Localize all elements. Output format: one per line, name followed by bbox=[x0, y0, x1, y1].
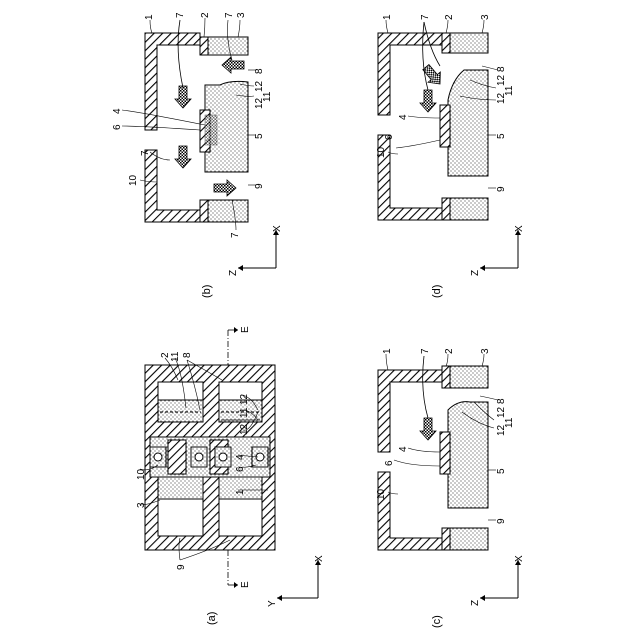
label-c-3: 3 bbox=[480, 348, 491, 354]
label-a-12a: 12 bbox=[239, 393, 250, 405]
label-c-10: 10 bbox=[376, 488, 387, 500]
label-d-3: 3 bbox=[480, 14, 491, 20]
arrow-7-b2 bbox=[175, 146, 191, 168]
caption-d: (d) bbox=[431, 285, 443, 298]
caption-c: (c) bbox=[431, 615, 443, 628]
label-a-8: 8 bbox=[182, 352, 193, 358]
label-c-12a: 12 bbox=[496, 406, 507, 418]
label-b-7b: 7 bbox=[224, 12, 235, 18]
axis-b-z: Z bbox=[228, 270, 239, 276]
label-c-4: 4 bbox=[398, 446, 409, 452]
axis-a-y: Y bbox=[267, 600, 278, 607]
label-d-12a: 12 bbox=[496, 74, 507, 86]
label-a-10: 10 bbox=[136, 468, 147, 480]
label-d-10: 10 bbox=[376, 146, 387, 158]
axes-b bbox=[238, 230, 276, 268]
label-b-10: 10 bbox=[128, 174, 139, 186]
panel-a: E E 2 11 8 12 11 12 10 3 4 6 1 bbox=[136, 326, 325, 625]
label-a-4: 4 bbox=[235, 454, 246, 460]
arrow-7-d1 bbox=[420, 90, 436, 112]
axis-c-z: Z bbox=[470, 600, 481, 606]
caption-a: (a) bbox=[206, 612, 218, 625]
axes-d bbox=[480, 230, 518, 268]
label-b-11: 11 bbox=[262, 91, 273, 102]
cap-c bbox=[378, 370, 442, 550]
label-c-9: 9 bbox=[496, 518, 507, 524]
label-a-9: 9 bbox=[176, 564, 187, 570]
axis-d-z: Z bbox=[470, 270, 481, 276]
label-c-7: 7 bbox=[420, 348, 431, 354]
label-a-3: 3 bbox=[136, 502, 147, 508]
axes-c bbox=[480, 560, 518, 598]
label-c-8: 8 bbox=[496, 398, 507, 404]
arrow-7-b3 bbox=[222, 57, 244, 73]
label-b-1: 1 bbox=[144, 14, 155, 20]
label-a-6: 6 bbox=[235, 466, 246, 472]
label-b-7c: 7 bbox=[140, 150, 151, 156]
label-d-5: 5 bbox=[496, 133, 507, 139]
panel-d: 1 7 2 3 8 12 12 11 4 6 5 10 9 Z X (d) bbox=[376, 14, 525, 298]
axes-a bbox=[277, 560, 318, 598]
section-mark-top: E bbox=[240, 326, 251, 333]
label-b-2: 2 bbox=[200, 12, 211, 18]
caption-b: (b) bbox=[201, 285, 213, 298]
label-b-7a: 7 bbox=[175, 12, 186, 18]
panel-b: 1 2 7 7 3 8 12 12 11 4 6 5 7 10 9 7 Z X … bbox=[112, 12, 283, 298]
label-c-11: 11 bbox=[504, 417, 515, 428]
label-d-4: 4 bbox=[398, 114, 409, 120]
label-c-5: 5 bbox=[496, 468, 507, 474]
label-b-7d: 7 bbox=[230, 232, 241, 238]
label-d-11: 11 bbox=[504, 85, 515, 96]
axis-c-x: X bbox=[514, 555, 525, 562]
axis-a-x: X bbox=[314, 555, 325, 562]
label-d-2: 2 bbox=[444, 14, 455, 20]
label-d-9: 9 bbox=[496, 186, 507, 192]
label-b-6: 6 bbox=[112, 124, 123, 130]
cap-b bbox=[145, 33, 200, 222]
label-a-11: 11 bbox=[170, 351, 181, 362]
arrow-7-c bbox=[420, 418, 436, 440]
arrow-7-b4 bbox=[214, 180, 236, 196]
axis-d-x: X bbox=[514, 225, 525, 232]
label-b-8: 8 bbox=[254, 68, 265, 74]
section-mark-bottom: E bbox=[240, 581, 251, 588]
label-b-4: 4 bbox=[112, 108, 123, 114]
label-b-5: 5 bbox=[254, 133, 265, 139]
die-d bbox=[448, 70, 488, 176]
label-a-11b: 11 bbox=[239, 407, 250, 418]
label-c-1: 1 bbox=[382, 348, 393, 354]
label-b-12a: 12 bbox=[254, 80, 265, 92]
label-b-3: 3 bbox=[236, 12, 247, 18]
axis-b-x: X bbox=[272, 225, 283, 232]
label-d-1: 1 bbox=[382, 14, 393, 20]
label-d-7: 7 bbox=[420, 14, 431, 20]
label-d-8: 8 bbox=[496, 66, 507, 72]
label-a-12b: 12 bbox=[239, 423, 250, 435]
label-b-9: 9 bbox=[254, 183, 265, 189]
label-a-1: 1 bbox=[235, 489, 246, 495]
label-c-2: 2 bbox=[444, 348, 455, 354]
panel-c: 1 7 2 3 8 12 12 11 4 6 5 10 9 Z X (c) bbox=[376, 348, 525, 628]
arrow-7-b1 bbox=[175, 86, 191, 108]
label-d-6: 6 bbox=[384, 134, 395, 140]
die-c bbox=[448, 402, 488, 508]
region-3-a bbox=[158, 400, 203, 422]
label-c-6: 6 bbox=[384, 460, 395, 466]
cap-d bbox=[378, 33, 442, 220]
